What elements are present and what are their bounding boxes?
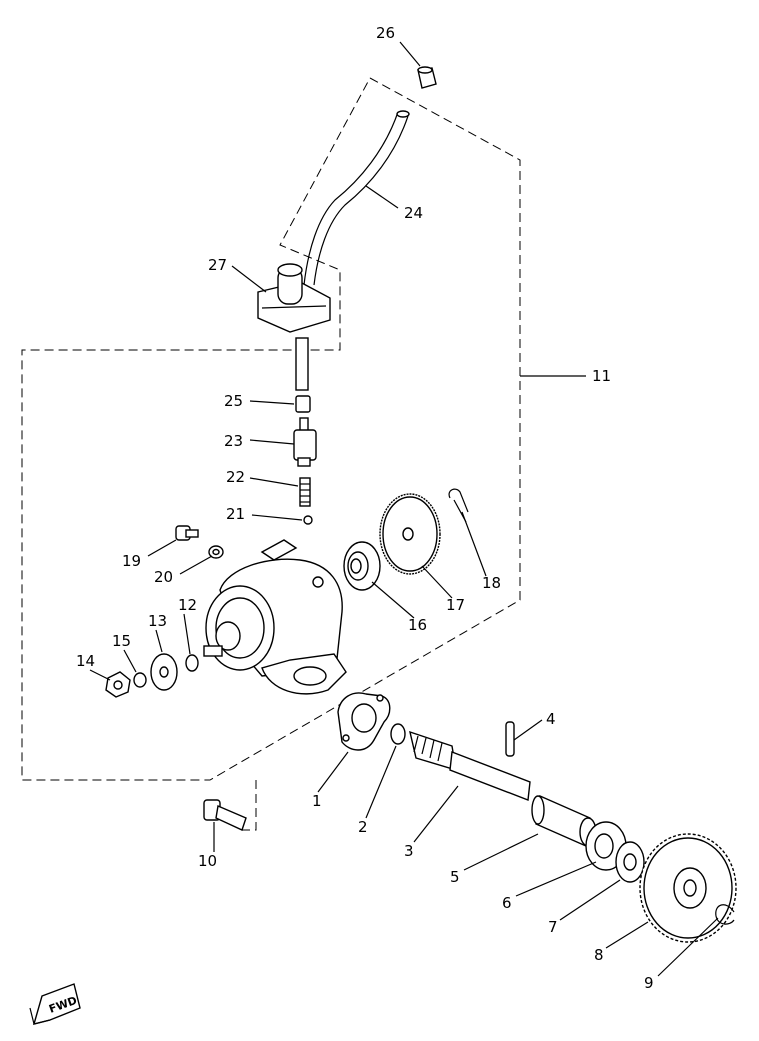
- part-9-circlip: [715, 904, 735, 925]
- part-4-pin: [505, 721, 515, 757]
- callout-16: 16: [408, 616, 427, 634]
- callout-labels: 26 24 27 11 25 23 22 21 19 20 12 13 15 1…: [76, 24, 654, 992]
- part-12-oring: [185, 654, 199, 672]
- callout-27: 27: [208, 256, 227, 274]
- part-25-sleeve: [295, 395, 311, 413]
- callout-15: 15: [112, 632, 131, 650]
- callout-17: 17: [446, 596, 465, 614]
- callout-13: 13: [148, 612, 167, 630]
- part-22-spring: [299, 477, 311, 507]
- part-7-washer: [615, 841, 645, 883]
- callout-18: 18: [482, 574, 501, 592]
- part-13-washer: [150, 653, 178, 691]
- part-16-bearing: [343, 541, 381, 591]
- part-18-cotter-pin: [448, 488, 469, 523]
- callout-1: 1: [312, 792, 322, 810]
- part-3-shaft: [409, 730, 531, 801]
- part-14-nut: [105, 671, 131, 698]
- callout-14: 14: [76, 652, 95, 670]
- part-1-gasket: [337, 692, 391, 751]
- part-24-delivery-pipe: [303, 110, 410, 286]
- part-17-gear: [379, 493, 441, 575]
- callout-11: 11: [592, 367, 611, 385]
- callout-3: 3: [404, 842, 414, 860]
- callout-19: 19: [122, 552, 141, 570]
- callout-7: 7: [548, 918, 558, 936]
- callout-10: 10: [198, 852, 217, 870]
- callout-6: 6: [502, 894, 512, 912]
- part-10-bolt: [203, 799, 247, 831]
- callout-2: 2: [358, 818, 368, 836]
- part-26-cap: [417, 66, 437, 89]
- callout-9: 9: [644, 974, 654, 992]
- leader-lines: [89, 41, 719, 977]
- callout-24: 24: [404, 204, 423, 222]
- callout-4: 4: [546, 710, 556, 728]
- part-21-ball: [303, 515, 313, 525]
- part-19-screw: [175, 525, 199, 541]
- part-23-plunger: [293, 417, 317, 467]
- part-20-washer: [208, 545, 224, 559]
- part-8-gear: [639, 833, 737, 943]
- callout-26: 26: [376, 24, 395, 42]
- part-27-bracket: [257, 263, 331, 391]
- callout-25: 25: [224, 392, 243, 410]
- part-15-lockwasher: [133, 672, 147, 688]
- assembly-boundary: [21, 77, 521, 831]
- pump-body: [203, 539, 347, 695]
- callout-23: 23: [224, 432, 243, 450]
- callout-12: 12: [178, 596, 197, 614]
- callout-8: 8: [594, 946, 604, 964]
- callout-22: 22: [226, 468, 245, 486]
- callout-21: 21: [226, 505, 245, 523]
- callout-5: 5: [450, 868, 460, 886]
- callout-20: 20: [154, 568, 173, 586]
- fwd-arrow-badge: FWD: [29, 983, 81, 1025]
- part-2-oring: [390, 723, 406, 745]
